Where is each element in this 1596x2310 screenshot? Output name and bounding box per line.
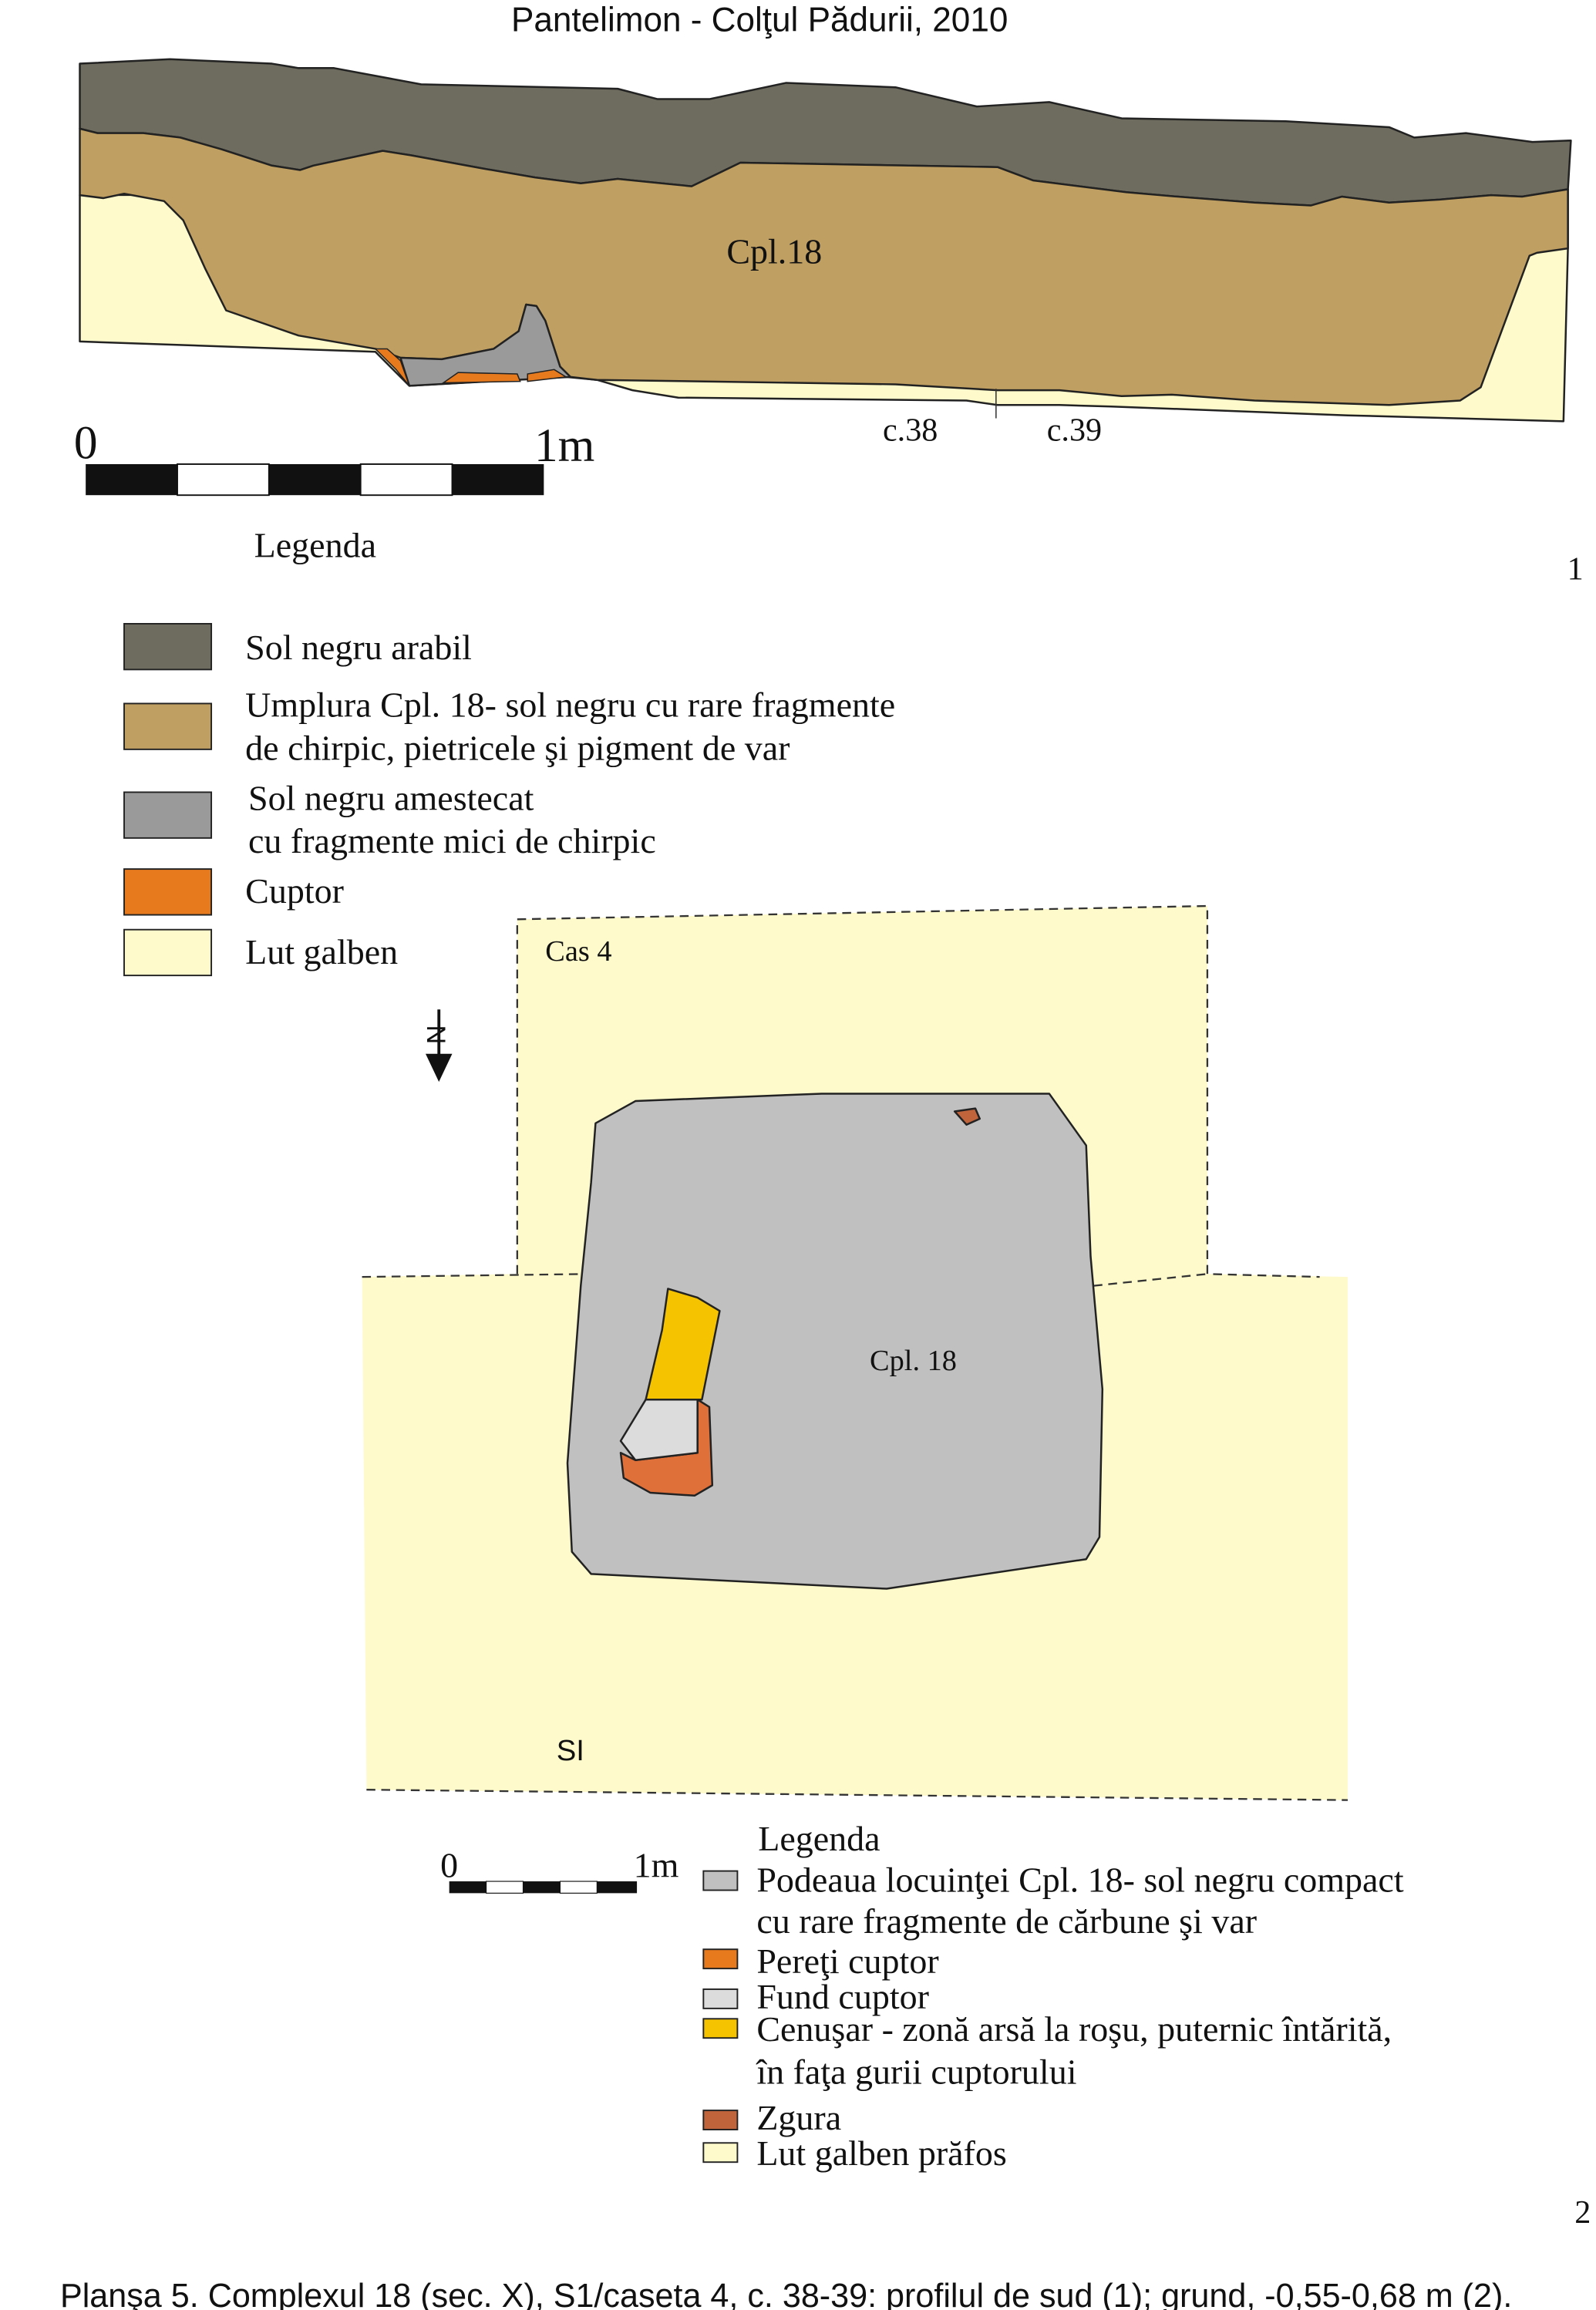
north-arrow-icon: N (421, 1009, 453, 1083)
legend-label: Cenuşar - zonă arsă la roşu, puternic în… (756, 2009, 1392, 2049)
section-label: SI (557, 1734, 584, 1767)
south-profile: Cpl.18 c.38 c.39 (79, 58, 1572, 448)
legend-label: Pereţi cuptor (756, 1941, 938, 1981)
plate-title: Pantelimon - Colţul Pădurii, 2010 (511, 1, 1008, 39)
profile-scale-bar: 0 1m (74, 416, 594, 497)
fund-cuptor (619, 1398, 699, 1462)
legend-label: Lut galben prăfos (756, 2133, 1006, 2173)
c38-label: c.38 (883, 412, 938, 448)
plan-scale-bar: 0 1m (440, 1845, 679, 1894)
cas-label: Cas 4 (545, 935, 611, 968)
legend-label: Sol negru amestecat (248, 778, 534, 817)
c39-label: c.39 (1047, 412, 1102, 448)
legend-label: Podeaua locuinţei Cpl. 18- sol negru com… (756, 1860, 1404, 1899)
scale-zero: 0 (74, 416, 98, 469)
legend-label: Fund cuptor (756, 1977, 929, 2016)
cuptor-fragment (373, 348, 410, 386)
plate-caption: Planşa 5. Complexul 18 (sec. X), S1/case… (60, 2278, 1512, 2310)
scale-zero: 0 (440, 1845, 458, 1884)
cuptor-fragment (441, 372, 521, 384)
plan-feature-label: Cpl. 18 (870, 1345, 957, 1377)
profile-legend: Legenda Sol negru arabil Umplura Cpl. 18… (123, 526, 895, 977)
legend-label-cont: cu fragmente mici de chirpic (248, 821, 656, 860)
legend-title: Legenda (758, 1819, 880, 1858)
legend-label: Sol negru arabil (245, 628, 472, 667)
legend-label: Zgura (756, 2098, 841, 2137)
legend-label-cont: de chirpic, pietricele şi pigment de var (245, 728, 790, 767)
plan-view: Cas 4 Cpl. 18 SI (362, 904, 1349, 1801)
scale-one-meter: 1m (634, 1845, 679, 1884)
profile-feature-label: Cpl.18 (726, 231, 822, 271)
cenusar (645, 1288, 721, 1401)
figure-number-1: 1 (1567, 551, 1584, 587)
cuptor-fragment (527, 369, 568, 382)
north-label: N (421, 1025, 450, 1044)
scale-one-meter: 1m (534, 419, 594, 472)
legend-title: Legenda (254, 526, 376, 565)
legend-label-cont: cu rare fragmente de cărbune şi var (756, 1901, 1257, 1941)
zgura (953, 1107, 981, 1126)
legend-label: Lut galben (245, 932, 398, 971)
podeaua-cpl18 (566, 1093, 1104, 1590)
plan-legend: Legenda Podeaua locuinţei Cpl. 18- sol n… (702, 1819, 1404, 2173)
legend-label: Umplura Cpl. 18- sol negru cu rare fragm… (245, 685, 895, 725)
legend-label-cont: în faţa gurii cuptorului (756, 2052, 1076, 2092)
legend-label: Cuptor (245, 871, 344, 911)
figure-number-2: 2 (1574, 2194, 1591, 2231)
